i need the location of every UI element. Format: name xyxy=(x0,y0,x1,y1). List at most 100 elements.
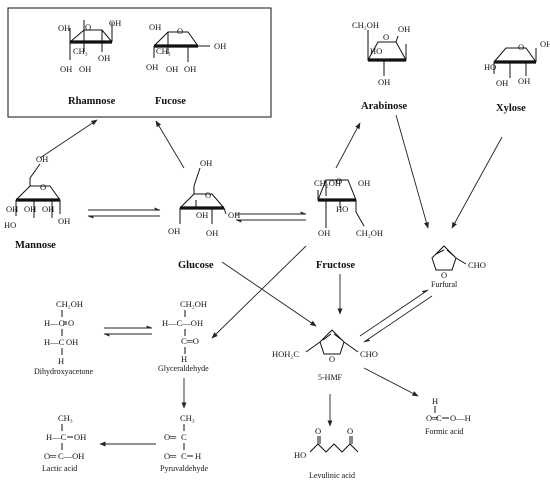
atom-group-label: O xyxy=(315,426,321,436)
atom-group-label: O xyxy=(177,26,183,36)
atom-group-label: O—H xyxy=(450,413,471,423)
lactic-acid-structure: CH₃ H—C OH O═ C—OH xyxy=(44,413,86,461)
atom-group-label: C—OH xyxy=(58,451,84,461)
fructose-structure: CH₂OH OH O HO OH CH₂OH xyxy=(314,176,383,238)
fucose-structure: OH O OH CH₃ OH OH OH xyxy=(146,22,226,74)
atom-group-label: O xyxy=(40,182,46,192)
atom-group-label: H—C—OH xyxy=(162,318,203,328)
atom-group-label: OH xyxy=(79,64,91,74)
atom-group-label: OH xyxy=(184,64,196,74)
atom-group-label: OH xyxy=(42,204,54,214)
atom-group-label: O xyxy=(85,22,91,32)
atom-group-label: O xyxy=(68,318,74,328)
atom-group-label: OH xyxy=(214,41,226,51)
atom-group-label: OH xyxy=(496,78,508,88)
atom-group-label: OH xyxy=(378,77,390,87)
atom-group-label: CHO xyxy=(360,349,378,359)
arrow-mannose-rhamnose xyxy=(39,119,98,159)
levulinic-acid-label: Levulinic acid xyxy=(309,471,355,480)
atom-group-label: O═ xyxy=(164,432,177,442)
formic-acid-structure: H O═ C O—H xyxy=(426,396,471,423)
mannose-structure: OH O OH OH OH HO OH xyxy=(4,154,70,230)
dihydroxyacetone-label: Dihydroxyacetone xyxy=(34,367,94,376)
atom-group-label: C xyxy=(436,413,442,423)
deoxy-sugar-box xyxy=(7,7,272,118)
atom-group-label: O═ xyxy=(426,413,439,423)
glucose-structure: OH O OH OH OH OH xyxy=(168,158,240,238)
arabinose-label: Arabinose xyxy=(361,101,407,112)
glyceraldehyde-structure: CH₂OH H—C—OH C═O H xyxy=(162,299,207,364)
bond-line xyxy=(355,211,365,227)
bond-line xyxy=(319,329,345,355)
bond-line xyxy=(305,341,321,353)
atom-group-label: OH xyxy=(200,158,212,168)
atom-group-label: OH xyxy=(228,210,240,220)
bond-line xyxy=(431,245,457,271)
glucose-label: Glucose xyxy=(178,260,214,271)
furfural-structure: O CHO xyxy=(431,245,486,280)
atom-group-label: CH₃ xyxy=(156,46,171,56)
arrow-fructose-arabinose xyxy=(335,122,361,169)
bond-line xyxy=(343,341,359,353)
furfural-label: Furfural xyxy=(431,280,458,289)
bond-line xyxy=(493,47,537,63)
atom-group-label: H—C xyxy=(44,337,65,347)
bond-line xyxy=(446,249,455,257)
arrow-glucose-fucose xyxy=(155,120,185,169)
atom-group-label: HO xyxy=(484,62,496,72)
atom-group-label: O xyxy=(383,32,389,42)
atom-group-label: OH xyxy=(149,22,161,32)
pyruvaldehyde-structure: CH₃ O═ C O═ C H xyxy=(164,413,201,461)
atom-group-label: CH₃ xyxy=(73,46,88,56)
fructose-label: Fructose xyxy=(316,260,355,271)
arrow-hmf-formic xyxy=(363,367,419,397)
atom-group-label: H xyxy=(58,356,64,366)
lactic-acid-label: Lactic acid xyxy=(42,464,77,473)
arabinose-structure: CH₂OH O OH HO OH xyxy=(352,20,410,87)
dihydroxyacetone-structure: CH₂OH H—C O H—C OH H xyxy=(44,299,83,366)
atom-group-label: H—C xyxy=(44,318,65,328)
atom-group-label: CH₂OH xyxy=(180,299,207,309)
atom-group-label: O xyxy=(347,426,353,436)
bond-line xyxy=(322,333,332,341)
atom-group-label: O xyxy=(205,190,211,200)
atom-group-label: CH₃ xyxy=(58,413,73,423)
atom-group-label: C═O xyxy=(181,336,199,346)
xylose-structure: O OH HO OH OH xyxy=(484,39,550,88)
atom-group-label: OH xyxy=(146,62,158,72)
arrow-fructose-glyceraldehyde xyxy=(211,245,307,339)
levulinic-acid-structure: O O HO xyxy=(294,426,359,460)
atom-group-label: C xyxy=(181,432,187,442)
hmf-label: 5-HMF xyxy=(318,373,343,382)
rhamnose-label: Rhamnose xyxy=(68,96,116,107)
atom-group-label: OH xyxy=(398,24,410,34)
atom-group-label: O xyxy=(518,42,524,52)
atom-group-label: HO xyxy=(294,450,306,460)
atom-group-label: OH xyxy=(358,178,370,188)
atom-group-label: HO xyxy=(4,220,16,230)
bond-line xyxy=(29,163,41,179)
atom-group-label: H—C xyxy=(46,432,67,442)
atom-group-label: O═ xyxy=(44,451,57,461)
atom-group-label: HO xyxy=(336,204,348,214)
formic-acid-label: Formic acid xyxy=(425,427,463,436)
bond-line xyxy=(395,35,399,43)
bond-line xyxy=(193,167,201,187)
atom-group-label: OH xyxy=(196,210,208,220)
atom-group-label: OH xyxy=(168,226,180,236)
hmf-structure: O HOH₂C CHO xyxy=(272,329,378,364)
atom-group-label: OH xyxy=(6,204,18,214)
arrow-arabinose-furfural xyxy=(395,114,429,229)
atom-group-label: O═ xyxy=(164,451,177,461)
atom-group-label: CH₂OH xyxy=(356,228,383,238)
atom-group-label: O xyxy=(336,176,342,186)
bond-line xyxy=(15,185,61,201)
atom-group-label: OH xyxy=(24,204,36,214)
mannose-label: Mannose xyxy=(15,240,56,251)
xylose-label: Xylose xyxy=(496,103,526,114)
atom-group-label: CH₃ xyxy=(180,413,195,423)
atom-group-label: OH xyxy=(518,76,530,86)
atom-group-label: C xyxy=(181,451,187,461)
